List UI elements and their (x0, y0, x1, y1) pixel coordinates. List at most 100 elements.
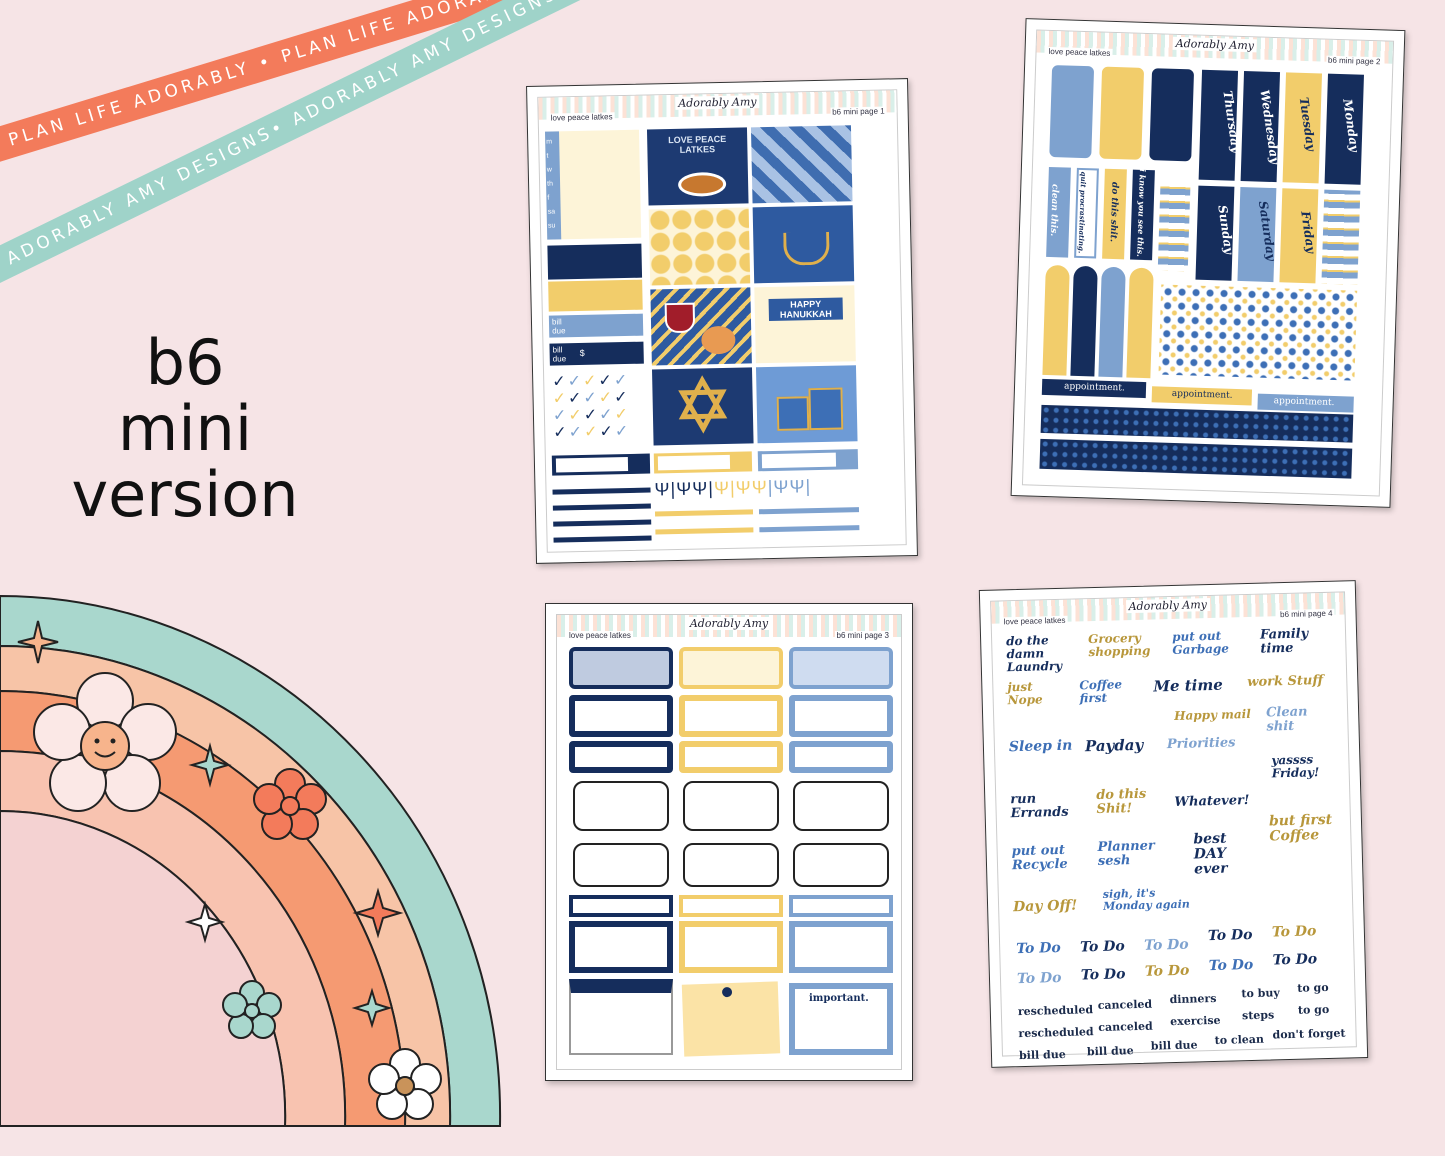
pushpin-icon (721, 986, 733, 998)
tile-dreidels (750, 125, 853, 204)
sticker-sheet-page-1[interactable]: love peace latkes Adorably Amy b6 mini p… (526, 78, 918, 564)
label-box (653, 451, 753, 474)
script-word: Clean shit (1265, 704, 1308, 735)
scallop-strip (1098, 266, 1126, 378)
day-label: w (546, 166, 552, 174)
smiley-flower-icon (33, 672, 177, 812)
sparkle-icon (352, 887, 404, 939)
checkmark-grid: ✓✓✓✓✓ ✓✓✓✓✓ ✓✓✓✓✓ ✓✓✓✓✓ (552, 371, 631, 442)
script-word: work Stuff (1247, 673, 1324, 691)
day-banner: Wednesday (1240, 71, 1282, 183)
rainbow-illustration (0, 594, 502, 1127)
small-word: exercise (1170, 1013, 1221, 1029)
day-label: m (546, 138, 553, 146)
bill-due-label: bill due (552, 345, 567, 364)
frame-sticker (683, 843, 779, 887)
day-banner-text: Friday (1298, 210, 1319, 255)
day-banner-text: Tuesday (1296, 96, 1319, 152)
box-sticker (679, 741, 783, 773)
latkes-plate-icon (677, 171, 727, 197)
day-banner-text: Saturday (1255, 200, 1279, 262)
flower-icon (253, 768, 327, 840)
sticker-sheet-page-4[interactable]: love peace latkes Adorably Amy b6 mini p… (978, 580, 1369, 1068)
label-box (757, 449, 859, 472)
header-box (569, 647, 673, 689)
habit-tracker (547, 243, 643, 280)
small-word: don't forget (1272, 1026, 1346, 1042)
script-word: Coffee first (1079, 677, 1123, 706)
day-banner: Saturday (1237, 186, 1279, 283)
washi-strip (552, 487, 651, 495)
sticker-sheet-page-2[interactable]: love peace latkes Adorably Amy b6 mini p… (1010, 18, 1406, 508)
headline-line: b6 (145, 326, 225, 399)
brush-stroke (1099, 66, 1145, 160)
large-box (789, 921, 893, 973)
small-word: to buy (1241, 986, 1280, 1001)
sheet-title: love peace latkes (567, 631, 633, 640)
todo-word: To Do (1144, 962, 1190, 980)
script-word: Whatever! (1174, 793, 1250, 810)
appointment-label: appointment. (1273, 396, 1335, 409)
day-label: f (547, 194, 550, 202)
tile-menorah (752, 205, 855, 284)
washi-strip (553, 535, 652, 543)
sticker-sheet-page-3[interactable]: love peace latkes Adorably Amy b6 mini p… (545, 603, 913, 1081)
todo-word: To Do (1079, 938, 1125, 956)
tile-gifts (755, 365, 858, 444)
bill-due-sticker: bill due (548, 313, 644, 338)
sparkle-icon (17, 620, 59, 664)
script-word: Priorities (1166, 735, 1236, 753)
todo-word: To Do (1143, 936, 1189, 954)
script-word: Me time (1153, 675, 1224, 696)
todo-word: To Do (1016, 939, 1061, 958)
appointment-sticker: appointment. (1257, 393, 1354, 413)
note-strip: clean this. (1046, 166, 1071, 258)
sheet-frame: love peace latkes Adorably Amy b6 mini p… (990, 591, 1357, 1062)
washi-strip (553, 519, 652, 527)
note-strip-text: i know you see this. (1135, 168, 1148, 258)
label-box (569, 895, 673, 917)
important-label: important. (809, 993, 869, 1004)
brand-logo: Adorably Amy (686, 617, 772, 630)
tile-gelt (648, 207, 751, 286)
day-banner: Thursday (1198, 69, 1243, 181)
tile-hanukkah-title: HAPPY HANUKKAH (768, 297, 843, 322)
gift-icon (808, 387, 844, 431)
script-word: sigh, it's Monday again (1102, 886, 1190, 913)
heart-tracker (548, 279, 643, 312)
note-strip-text: quit procrastinating. (1076, 171, 1089, 254)
gift-icon (776, 396, 810, 431)
script-word: put out Recycle (1011, 842, 1068, 874)
utensils-row: Ψ|ΨΨ|Ψ|ΨΨ|ΨΨ| (654, 476, 812, 500)
brush-stroke (1149, 68, 1195, 162)
note-strip: i know you see this. (1130, 168, 1155, 261)
scallop-strip (1126, 267, 1154, 379)
scallop-strip (1070, 265, 1098, 377)
day-label: su (547, 222, 556, 230)
frame-sticker (683, 781, 779, 831)
dollar-sign: $ (579, 347, 585, 358)
script-word: Family time (1259, 626, 1309, 657)
tile-star-of-david (651, 367, 754, 446)
flower-icon (368, 1048, 442, 1120)
box-sticker (569, 741, 673, 773)
frame-sticker (573, 843, 669, 887)
small-word: to clean (1214, 1032, 1265, 1047)
script-word: do the damn Laundry (1005, 633, 1063, 675)
sheet-page-label: b6 mini page 2 (1325, 55, 1383, 67)
script-word: yassss Friday! (1271, 752, 1320, 781)
mini-icon-grid (1158, 284, 1358, 381)
washi-strip (758, 507, 860, 515)
script-word: run Errands (1010, 791, 1069, 822)
frame-sticker (793, 843, 889, 887)
box-sticker (679, 695, 783, 737)
todo-word: To Do (1208, 956, 1254, 975)
note-strip: do this shit. (1102, 168, 1127, 260)
label-box (551, 453, 651, 476)
headline: b6 mini version (50, 330, 320, 528)
small-word: rescheduled (1017, 1003, 1094, 1019)
small-word: bill due (1086, 1044, 1134, 1059)
brand-logo: Adorably Amy (675, 95, 760, 110)
sticky-note (681, 981, 781, 1057)
box-sticker (789, 741, 893, 773)
